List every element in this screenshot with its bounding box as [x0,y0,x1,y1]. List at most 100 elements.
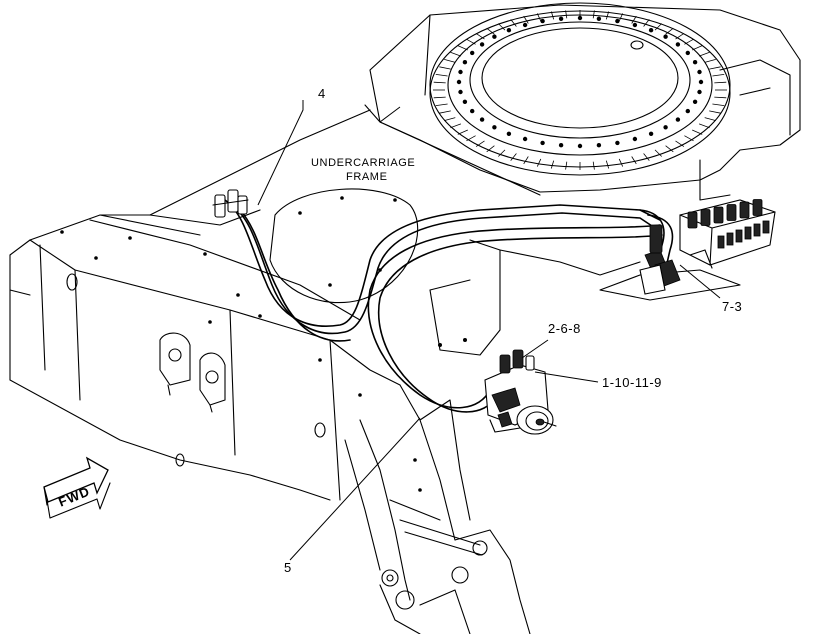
gear-tooth [457,129,468,135]
callout-7-3: 7-3 [722,299,742,314]
ring-bolt [470,108,475,114]
gear-tooth [486,145,495,153]
gear-tooth [704,59,716,63]
ring-bolt [558,143,564,148]
gear-tooth [675,140,685,147]
gear-tooth [457,45,468,51]
valve-spool [687,211,698,229]
valve-spool [726,204,737,221]
gear-tooth [475,33,485,40]
gear-tooth [654,149,662,157]
gear-tooth [486,27,495,35]
gear-tooth [684,38,694,45]
swing-bearing [364,2,801,201]
gear-tooth [692,129,703,135]
gear-tooth [643,19,650,27]
ring-bolt [663,34,668,39]
ring-bolt [540,140,545,146]
ring-bolt [596,16,602,21]
valve-fitting [726,232,734,246]
ring-bolt [492,125,497,130]
ring-bolt [648,28,654,33]
control-valve [639,199,776,295]
gear-tooth [510,153,517,161]
gear-tooth [618,158,624,167]
gear-tooth [605,160,610,169]
travel-motor [484,349,557,435]
ring-bolt [685,50,690,56]
gear-tooth [698,51,710,57]
swivel-fittings [212,189,249,218]
gear-tooth [592,161,595,170]
valve-fitting [744,226,752,240]
gear-tooth [631,156,637,165]
ring-bolt [596,143,602,148]
gear-tooth [444,59,456,63]
ring-bolt [577,143,583,149]
gear-tooth [450,123,462,129]
track-frame-beam [9,214,401,501]
ring-bolt [558,16,564,21]
ring-bolt [697,69,702,75]
gear-tooth [592,10,595,19]
gear-tooth [709,110,721,114]
ring-bolt [456,79,462,85]
gear-tooth [439,110,451,114]
ring-bolt [479,42,485,47]
gear-tooth [675,33,685,40]
gear-tooth [698,123,710,129]
ring-bolt [692,99,698,105]
callout-1-10-11-9: 1-10-11-9 [602,375,662,390]
ring-bolt [698,79,704,85]
valve-spool [752,199,763,216]
ring-bolt [522,136,528,142]
ring-bolt [692,60,698,65]
gear-tooth [536,13,542,22]
gear-tooth [435,103,448,106]
gear-tooth [712,103,725,106]
gear-tooth [523,156,529,165]
gear-tooth [692,45,703,51]
valve-fitting [753,223,761,237]
gear-tooth [444,117,456,121]
callout-5: 5 [284,560,292,575]
ring-bolt [522,22,528,28]
ring-bolt [458,89,463,95]
valve-spool [713,206,724,224]
gear-tooth [714,96,727,99]
ring-bolt [675,42,681,47]
ring-bolt [470,50,475,56]
gear-tooth [565,10,568,19]
gear-tooth [450,51,462,57]
gear-tooth [435,74,448,77]
hydraulic-hoses [224,199,674,413]
gear-tooth [498,23,506,31]
leader-lines [257,100,721,561]
gear-tooth [475,140,485,147]
valve-fitting [717,235,725,249]
gear-tooth [498,149,506,157]
ring-bolt [697,89,702,95]
ring-bolt [615,140,620,146]
valve-fitting [735,229,743,243]
ring-bolt [492,34,497,39]
gear-tooth [618,13,624,22]
gear-tooth [433,81,446,84]
gear-tooth [433,96,446,99]
gear-tooth [712,74,725,77]
gear-tooth [704,117,716,121]
frame-label-line2: FRAME [346,171,388,183]
gear-tooth [510,19,517,27]
ring-bolt [632,136,638,142]
ring-bolt [663,125,668,130]
valve-spool [739,201,750,219]
valve-fitting [762,220,770,234]
gear-tooth [709,66,721,70]
gear-tooth [466,135,476,142]
gear-tooth [439,66,451,70]
ring-bolt [615,18,620,24]
fwd-arrow-icon: FWD [43,456,111,519]
ring-bolt [458,69,463,75]
ring-bolt [506,28,512,33]
ring-bolt [506,131,512,136]
